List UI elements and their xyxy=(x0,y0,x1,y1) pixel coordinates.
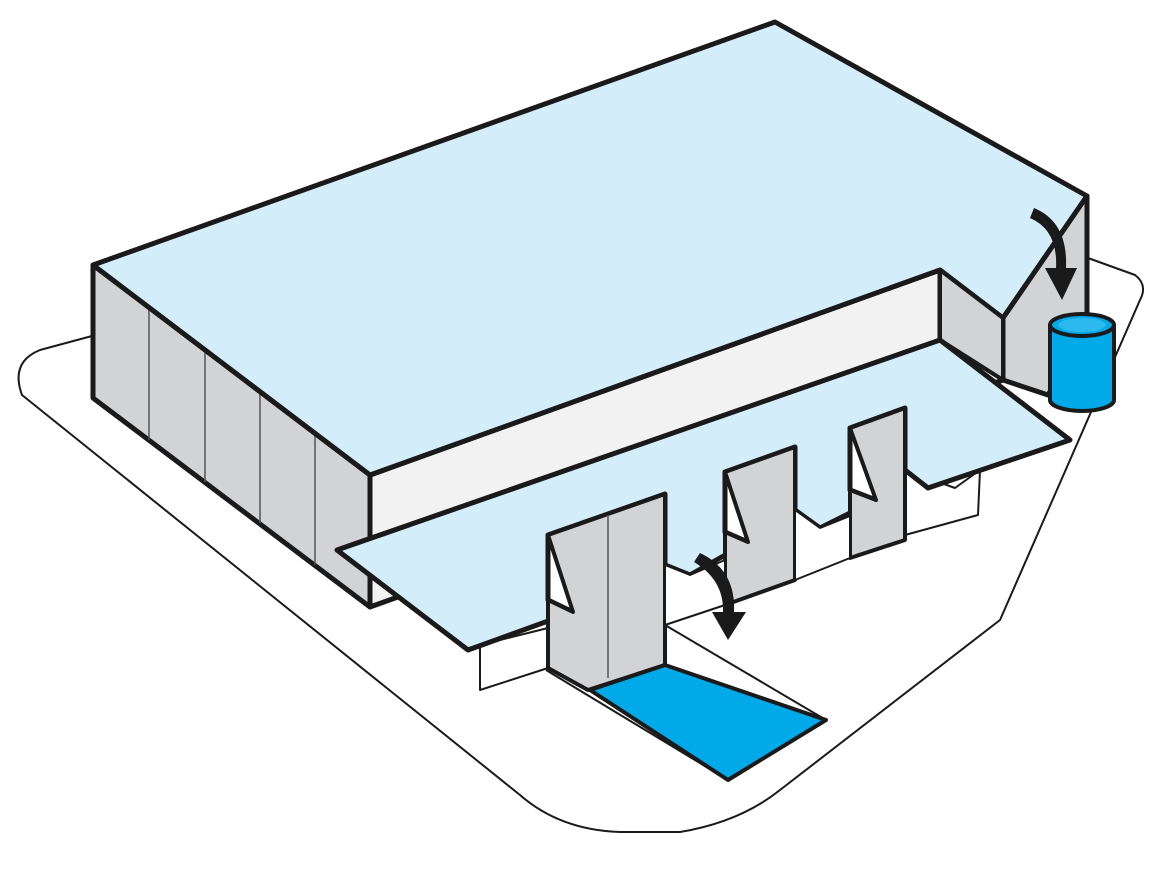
retention-pond xyxy=(588,663,828,782)
inner-right-wall xyxy=(938,268,1005,382)
partition-panel-left xyxy=(546,492,667,692)
rain-barrel-icon xyxy=(1048,312,1116,413)
curved-arrow-icon xyxy=(1030,208,1077,300)
ground-gap-right xyxy=(794,509,851,581)
curved-arrow-icon xyxy=(694,553,746,640)
left-wall-panel-seams xyxy=(148,307,316,565)
